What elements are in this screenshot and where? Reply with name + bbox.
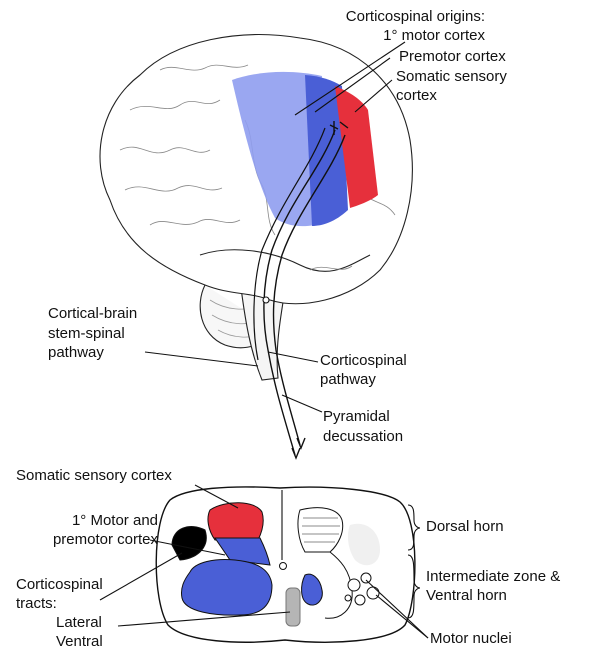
label-origin-motor: 1° motor cortex xyxy=(383,27,485,44)
label-cbs-2: stem-spinal xyxy=(48,325,125,342)
label-sc-lateral: Lateral xyxy=(56,614,102,631)
label-sc-tracts-1: Corticospinal xyxy=(16,576,103,593)
right-dorsal-horn xyxy=(298,508,343,552)
label-intermediate-1: Intermediate zone & xyxy=(426,568,560,585)
label-motor-nuclei: Motor nuclei xyxy=(430,630,512,647)
label-origin-sensory-2: cortex xyxy=(396,87,437,104)
label-pyr-2: decussation xyxy=(323,428,403,445)
left-ventral-region xyxy=(181,560,272,616)
spinal-cord xyxy=(156,487,420,642)
label-intermediate-2: Ventral horn xyxy=(426,587,507,604)
label-cbs-1: Cortical-brain xyxy=(48,305,137,322)
label-cs-2: pathway xyxy=(320,371,376,388)
label-pyr-1: Pyramidal xyxy=(323,408,390,425)
label-origins-heading: Corticospinal origins: xyxy=(346,8,485,25)
brain xyxy=(100,35,412,458)
label-origin-premotor: Premotor cortex xyxy=(399,48,506,65)
label-cs-1: Corticospinal xyxy=(320,352,407,369)
label-cbs-3: pathway xyxy=(48,344,104,361)
label-origin-sensory-1: Somatic sensory xyxy=(396,68,507,85)
label-dorsal-horn: Dorsal horn xyxy=(426,518,504,535)
ventral-tract xyxy=(286,588,300,626)
label-sc-sensory: Somatic sensory cortex xyxy=(16,467,172,484)
label-sc-tracts-2: tracts: xyxy=(16,595,57,612)
label-sc-ventral: Ventral xyxy=(56,633,103,650)
label-sc-motor-2: premotor cortex xyxy=(53,531,158,548)
sensory-region xyxy=(208,503,263,540)
label-sc-motor-1: 1° Motor and xyxy=(72,512,158,529)
